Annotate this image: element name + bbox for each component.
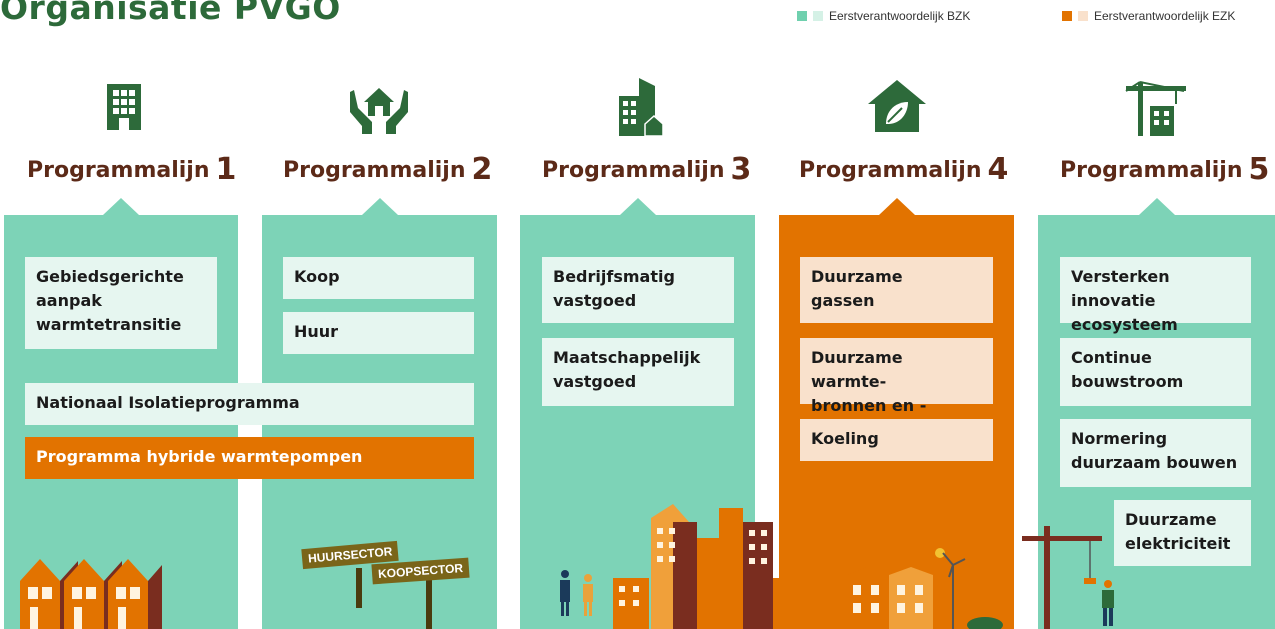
construction-crane-icon	[1125, 81, 1186, 136]
item-koop: Koop	[283, 257, 474, 299]
item-koeling: Koeling	[800, 419, 993, 461]
item-versterken-innovatie: Versterken innovatie ecosysteem	[1060, 257, 1251, 334]
legend-item-bzk: Eerstverantwoordelijk BZK	[797, 9, 970, 23]
panel-notch	[619, 198, 656, 215]
sign-posts-illustration	[356, 568, 432, 629]
legend-swatch-light	[813, 11, 823, 21]
item-duurzame-gassen: Duurzame gassen	[800, 257, 993, 323]
legend-swatch-dark	[1062, 11, 1072, 21]
item-normering-duurzaam-bouwen: Normering duurzaam bouwen	[1060, 419, 1251, 487]
office-building-icon	[107, 84, 141, 130]
item-maatschappelijk-vastgoed: Maatschappelijk vastgoed	[542, 338, 734, 406]
item-duurzame-warmtebronnen: Duurzame warmte- bronnen en -netten	[800, 338, 993, 439]
item-nationaal-isolatieprogramma: Nationaal Isolatieprogramma	[25, 383, 474, 425]
legend-item-ezk: Eerstverantwoordelijk EZK	[1062, 9, 1235, 23]
item-programma-hybride-warmtepompen: Programma hybride warmtepompen	[25, 437, 474, 479]
leaf-house-icon	[868, 80, 926, 132]
item-gebiedsgerichte-aanpak: Gebiedsgerichte aanpak warmtetransitie	[25, 257, 217, 349]
item-duurzame-elektriciteit: Duurzame elektriciteit	[1114, 500, 1251, 566]
legend-swatch-dark	[797, 11, 807, 21]
item-huur: Huur	[283, 312, 474, 354]
green-houses-illustration	[847, 548, 1003, 629]
panel-notch	[878, 198, 915, 215]
city-buildings-icon	[619, 78, 663, 137]
row-houses-illustration	[20, 559, 162, 629]
legend-label: Eerstverantwoordelijk EZK	[1094, 9, 1236, 23]
item-continue-bouwstroom: Continue bouwstroom	[1060, 338, 1251, 406]
panel-notch	[361, 198, 398, 215]
legend-swatch-light	[1078, 11, 1088, 21]
panel-notch	[1138, 198, 1175, 215]
legend-label: Eerstverantwoordelijk BZK	[829, 9, 971, 23]
item-bedrijfsmatig-vastgoed: Bedrijfsmatig vastgoed	[542, 257, 734, 323]
crane-worker-illustration	[1022, 526, 1114, 629]
panel-notch	[103, 198, 139, 215]
page-title: Organisatie PVGO	[0, 0, 341, 27]
hands-house-icon	[350, 88, 408, 134]
city-illustration	[560, 504, 803, 629]
